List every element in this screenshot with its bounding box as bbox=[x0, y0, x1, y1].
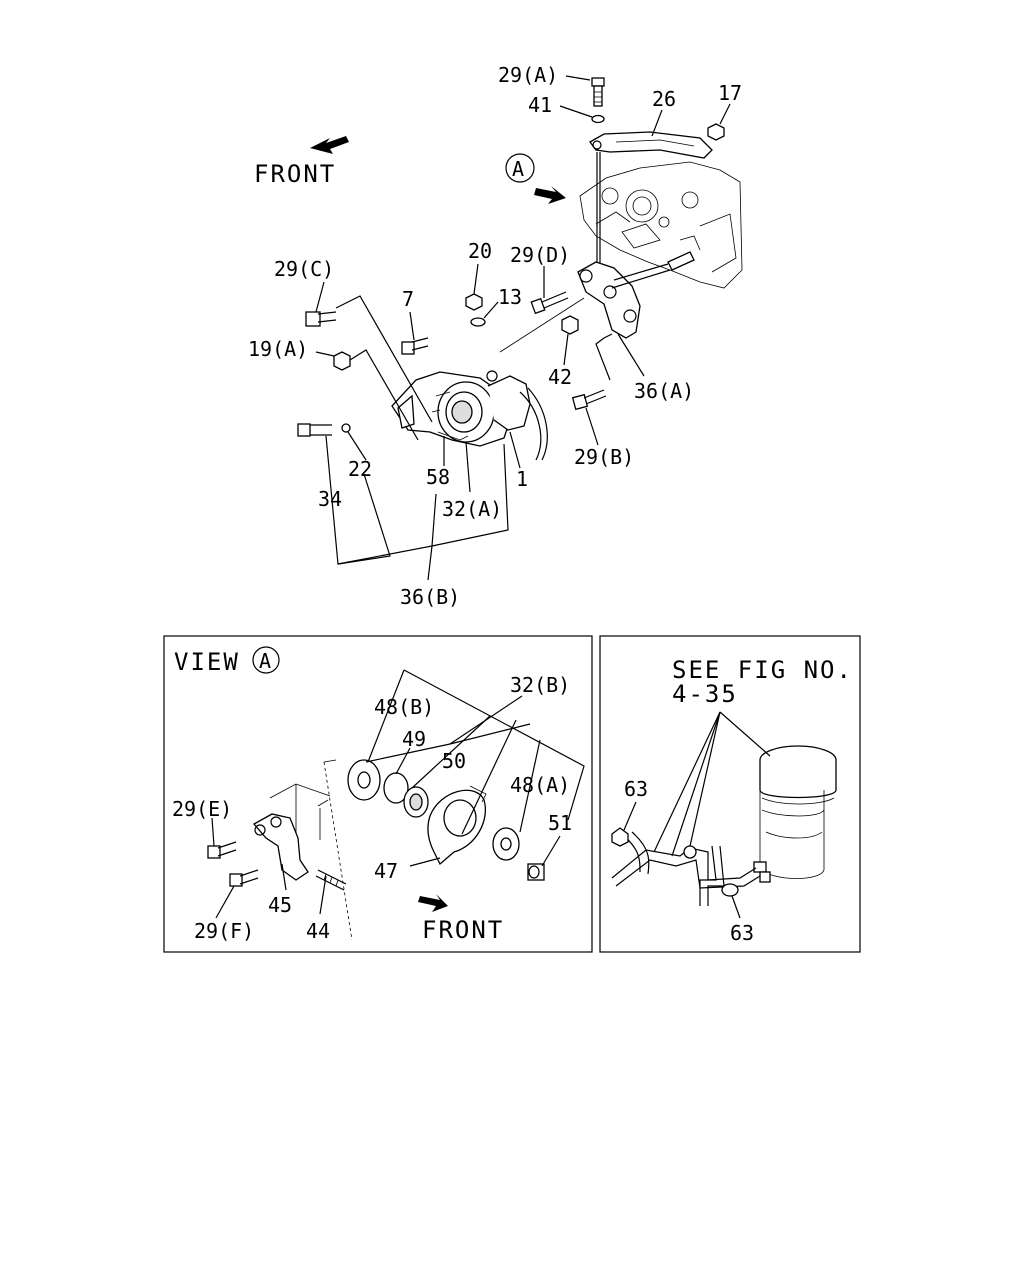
label-26: 26 bbox=[652, 87, 676, 111]
stud-44 bbox=[315, 869, 347, 891]
view-front-label: FRONT bbox=[422, 916, 504, 944]
label-63-top: 63 bbox=[624, 777, 648, 801]
label-29f: 29(F) bbox=[194, 919, 254, 943]
label-29d: 29(D) bbox=[510, 243, 570, 267]
nut-20 bbox=[465, 293, 483, 311]
label-49: 49 bbox=[402, 727, 426, 751]
ref-leader-lines bbox=[623, 711, 771, 919]
view-a-panel: VIEW A bbox=[163, 635, 593, 953]
bracket-26 bbox=[589, 131, 713, 159]
label-47: 47 bbox=[374, 859, 398, 883]
label-29a: 29(A) bbox=[498, 63, 558, 87]
view-arrow-icon bbox=[534, 186, 566, 204]
view-a-title: VIEW bbox=[174, 648, 240, 676]
label-36a: 36(A) bbox=[634, 379, 694, 403]
label-29e: 29(E) bbox=[172, 797, 232, 821]
view-leader-lines bbox=[211, 669, 585, 919]
front-label: FRONT bbox=[254, 160, 336, 188]
view-a-marker: A bbox=[505, 153, 566, 204]
see-fig-text: SEE FIG NO. bbox=[672, 656, 853, 684]
nut-42 bbox=[561, 315, 579, 335]
nut-19a bbox=[333, 351, 351, 371]
washer-48a bbox=[492, 827, 520, 861]
top-callouts: 29(A) 41 26 17 20 29(D) 13 29(C) 7 19(A)… bbox=[248, 63, 742, 609]
bracket-45 bbox=[252, 813, 309, 881]
bolt-29a bbox=[591, 77, 605, 107]
label-58: 58 bbox=[426, 465, 450, 489]
clip-22 bbox=[341, 423, 351, 433]
nut-51 bbox=[527, 863, 545, 881]
damper-47 bbox=[427, 785, 487, 866]
label-45: 45 bbox=[268, 893, 292, 917]
front-arrow-icon bbox=[310, 136, 349, 154]
washer-13 bbox=[470, 317, 486, 327]
bushing-50 bbox=[403, 786, 429, 818]
reservoir-tank bbox=[753, 745, 837, 883]
label-32b: 32(B) bbox=[510, 673, 570, 697]
nut-17 bbox=[707, 123, 725, 141]
label-51: 51 bbox=[548, 811, 572, 835]
label-7: 7 bbox=[402, 287, 414, 311]
bracket-36a bbox=[499, 251, 695, 353]
label-44: 44 bbox=[306, 919, 330, 943]
engine-block bbox=[579, 161, 743, 289]
label-63-bottom: 63 bbox=[730, 921, 754, 945]
bolt-7 bbox=[401, 337, 429, 355]
label-36b: 36(B) bbox=[400, 585, 460, 609]
front-direction-indicator: FRONT bbox=[254, 136, 349, 188]
label-50: 50 bbox=[442, 749, 466, 773]
hose-pipes bbox=[611, 831, 761, 906]
fig-number: 4-35 bbox=[672, 680, 738, 708]
label-17: 17 bbox=[718, 81, 742, 105]
clamp-63-top bbox=[611, 827, 629, 847]
label-32a: 32(A) bbox=[442, 497, 502, 521]
label-41: 41 bbox=[528, 93, 552, 117]
reference-panel: SEE FIG NO. 4-35 bbox=[599, 635, 861, 953]
label-20: 20 bbox=[468, 239, 492, 263]
label-29b: 29(B) bbox=[574, 445, 634, 469]
view-front-arrow-icon bbox=[418, 894, 448, 912]
label-34: 34 bbox=[318, 487, 342, 511]
clamp-63-bottom bbox=[721, 883, 739, 897]
bolt-34 bbox=[297, 423, 332, 437]
top-leader-lines bbox=[315, 75, 731, 581]
label-29c: 29(C) bbox=[274, 257, 334, 281]
damper-assembly-32a bbox=[391, 370, 548, 461]
label-13: 13 bbox=[498, 285, 522, 309]
bolt-29b bbox=[571, 389, 607, 411]
label-19a: 19(A) bbox=[248, 337, 308, 361]
view-a-title-marker: A bbox=[259, 649, 271, 673]
label-48a: 48(A) bbox=[510, 773, 570, 797]
label-22: 22 bbox=[348, 457, 372, 481]
label-48b: 48(B) bbox=[374, 695, 434, 719]
label-42: 42 bbox=[548, 365, 572, 389]
label-1: 1 bbox=[516, 467, 528, 491]
bolt-29c bbox=[305, 311, 337, 327]
bolt-29d bbox=[530, 291, 569, 315]
washer-48b bbox=[347, 759, 381, 801]
bolt-29f bbox=[229, 873, 243, 887]
view-a-marker-letter: A bbox=[512, 157, 524, 181]
washer-41 bbox=[591, 114, 605, 124]
